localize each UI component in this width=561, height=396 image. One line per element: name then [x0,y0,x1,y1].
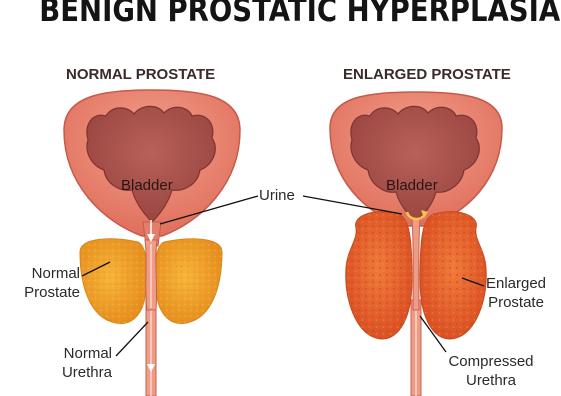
compressed-urethra [412,218,420,310]
compressed-urethra-label-line1: Compressed [436,352,546,371]
normal-prostate-label: Normal Prostate [14,264,80,302]
normal-urethra-label: Normal Urethra [40,344,112,382]
normal-prostate-heading: NORMAL PROSTATE [66,66,215,83]
normal-prostate-label-line2: Prostate [14,283,80,302]
normal-bladder-label: Bladder [121,176,173,195]
urine-label: Urine [259,186,295,205]
page-title: BENIGN PROSTATIC HYPERPLASIA [39,0,521,29]
normal-prostate-label-line1: Normal [14,264,80,283]
normal-urethra-label-line2: Urethra [40,363,112,382]
compressed-urethra-label: Compressed Urethra [436,352,546,390]
enlarged-prostate-label: Enlarged Prostate [478,274,554,312]
enlarged-prostate-heading: ENLARGED PROSTATE [343,66,511,83]
normal-urethra-label-line1: Normal [40,344,112,363]
enlarged-bladder-label: Bladder [386,176,438,195]
compressed-urethra-label-line2: Urethra [436,371,546,390]
enlarged-prostate-illustration [330,92,502,396]
enlarged-prostate-label-line1: Enlarged [478,274,554,293]
enlarged-prostate-label-line2: Prostate [478,293,554,312]
